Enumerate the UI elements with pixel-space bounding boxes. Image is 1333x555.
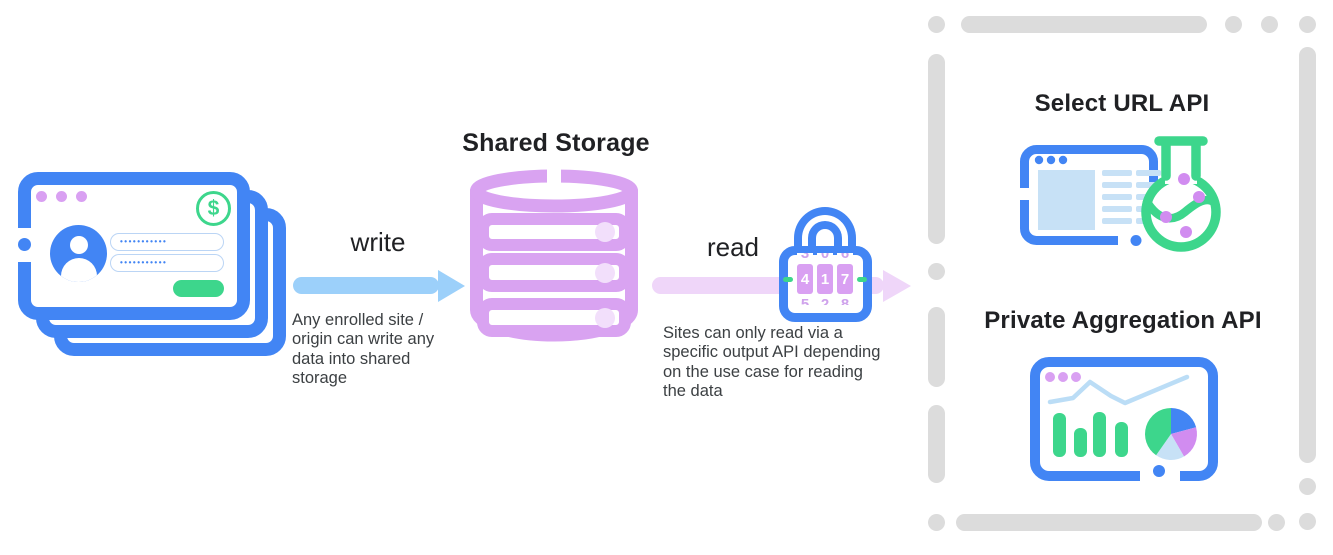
sign-in-button — [173, 280, 224, 297]
lock-dial-2: 0 1 2 — [817, 253, 833, 305]
lock-green-dash-left — [783, 277, 793, 282]
avatar-shoulders — [60, 258, 97, 282]
lock-shackle — [794, 207, 856, 257]
read-arrow-head — [883, 269, 911, 302]
dial-digit: 7 — [837, 264, 853, 294]
dial-digit: 4 — [797, 264, 813, 294]
dial-prev-digit: 0 — [820, 253, 830, 262]
select-url-api-title: Select URL API — [1034, 90, 1210, 117]
dollar-glyph: $ — [207, 196, 220, 220]
dashboard-chart-icon — [1030, 357, 1218, 483]
card-border-dot — [18, 238, 31, 251]
write-description: Any enrolled site / origin can write any… — [292, 311, 435, 387]
password-input-2: ••••••••••• — [110, 254, 224, 272]
window-dot-icon — [36, 191, 47, 202]
lock-dial-3: 6 7 8 — [837, 253, 853, 305]
dial-digit: 1 — [817, 264, 833, 294]
dial-next-digit: 5 — [800, 296, 810, 305]
dial-prev-digit: 6 — [840, 253, 850, 262]
write-arrow — [293, 277, 439, 294]
dial-prev-digit: 3 — [800, 253, 810, 262]
password-input-1: ••••••••••• — [110, 233, 224, 251]
dollar-icon: $ — [196, 191, 231, 226]
window-dot-icon — [76, 191, 87, 202]
browser-flask-icon — [1018, 136, 1221, 252]
window-dot-icon — [56, 191, 67, 202]
shared-storage-title: Shared Storage — [462, 129, 650, 157]
database-icon — [470, 168, 638, 342]
lock-green-dash-right — [857, 277, 867, 282]
browser-window-card-front: $ ••••••••••• ••••••••••• — [18, 172, 250, 320]
dial-next-digit: 8 — [840, 296, 850, 305]
avatar-icon — [50, 225, 107, 282]
read-label: read — [706, 232, 760, 262]
lock-shackle-inner — [808, 221, 842, 257]
lock-dial-1: 3 4 5 — [797, 253, 813, 305]
read-description: Sites can only read via a specific outpu… — [663, 324, 881, 400]
write-arrow-head — [438, 269, 465, 302]
dial-next-digit: 2 — [820, 296, 830, 305]
private-aggregation-api-title: Private Aggregation API — [984, 307, 1262, 334]
write-label: write — [350, 227, 406, 257]
avatar-head — [69, 236, 88, 254]
